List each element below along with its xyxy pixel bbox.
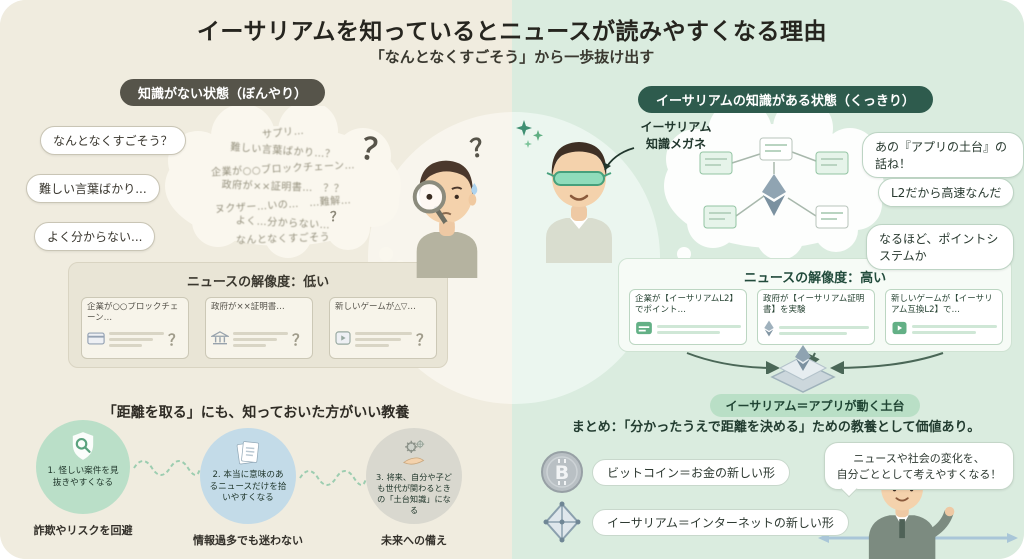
fuzzy-text-lines	[109, 332, 164, 347]
connector-squiggle	[132, 452, 202, 482]
news-card-title: 政府が××証明書…	[211, 302, 285, 312]
news-card-title: 企業が【イーサリアムL2】でポイント…	[635, 294, 738, 316]
education-caption: 詐欺やリスクを回避	[33, 524, 133, 537]
education-item-3: 3. 将来、自分や子ども世代が関わるときの「土台知識」になる	[366, 428, 462, 524]
person-confused	[386, 146, 506, 278]
news-card-clear: 政府が【イーサリアム証明書】を実験	[757, 289, 875, 345]
diagram-links	[731, 151, 817, 217]
shield-magnifier-icon	[68, 430, 98, 466]
final-speech-bubble: ニュースや社会の変化を、 自分ごととして考えやすくなる！	[824, 442, 1014, 490]
education-item-1: 1. 怪しい案件を見抜きやすくなる	[36, 420, 130, 514]
education-caption: 未来への備え	[381, 534, 447, 547]
news-card-blurry: 新しいゲームが△▽… ？	[329, 297, 437, 359]
news-card-title: 政府が【イーサリアム証明書】を実験	[763, 294, 865, 316]
news-card-title: 新しいゲームが△▽…	[335, 302, 416, 312]
text-lines	[912, 325, 997, 334]
news-card-title: 企業が○○ブロックチェーン…	[87, 302, 179, 324]
news-card-clear: 新しいゲームが【イーサリアム互換L2】で…	[885, 289, 1003, 345]
right-section-badge: イーサリアムの知識がある状態（くっきり）	[638, 86, 933, 113]
text-lines	[657, 325, 741, 334]
text-lines	[779, 326, 869, 335]
documents-icon	[233, 438, 263, 470]
fuzzy-text-lines	[233, 332, 288, 347]
question-mark: ？	[415, 331, 431, 349]
education-label: 1. 怪しい案件を見抜きやすくなる	[47, 466, 119, 488]
diagram-blocks	[699, 137, 849, 229]
ethereum-diamond-icon	[762, 174, 786, 216]
thought-cloud-clear	[658, 104, 890, 272]
bitcoin-icon: B	[540, 450, 584, 498]
speech-bubble: あの『アプリの土台』の話ね！	[862, 132, 1024, 178]
fuzzy-text-lines	[355, 332, 412, 347]
news-card-blurry: 企業が○○ブロックチェーン… ？	[81, 297, 189, 359]
question-mark: ？	[167, 331, 183, 349]
knowledge-glasses-icon	[553, 171, 605, 186]
bitcoin-label: ビットコイン＝お金の新しい形	[592, 459, 791, 486]
credit-card-icon	[87, 330, 105, 349]
hand-gears-icon	[398, 438, 430, 472]
question-mark: ？	[330, 210, 344, 225]
page-subtitle: 「なんとなくすごそう」から一歩抜け出す	[369, 48, 655, 66]
cloud-shape	[664, 104, 884, 268]
education-caption: 情報過多でも迷わない	[193, 534, 303, 547]
question-mark: ？	[291, 331, 307, 349]
news-card-title: 新しいゲームが【イーサリアム互換L2】で…	[891, 294, 993, 316]
education-item-2: 2. 本当に意味のあるニュースだけを拾いやすくなる	[200, 428, 296, 524]
building-icon	[209, 330, 231, 349]
speech-bubble: 難しい言葉ばかり...	[26, 174, 160, 203]
summary-text: まとめ：「分かったうえで距離を決める」ための教養として価値あり。	[571, 420, 981, 435]
news-card-clear: 企業が【イーサリアムL2】でポイント…	[629, 289, 747, 345]
education-label: 3. 将来、自分や子ども世代が関わるときの「土台知識」になる	[376, 472, 452, 516]
news-card-blurry: 政府が××証明書… ？	[205, 297, 313, 359]
education-title: 「距離を取る」にも、知っておいた方がいい教養	[102, 405, 410, 421]
ethereum-icon	[540, 500, 584, 548]
page-title: イーサリアムを知っているとニュースが読みやすくなる理由	[196, 19, 828, 45]
news-resolution-panel-low: ニュースの解像度：低い 企業が○○ブロックチェーン… ？ 政府が××証明書… ？	[68, 262, 448, 368]
left-section-badge: 知識がない状態（ぼんやり）	[120, 79, 326, 106]
ethereum-label: イーサリアム＝インターネットの新しい形	[592, 509, 849, 536]
svg-text:B: B	[555, 462, 569, 484]
connector-squiggle	[298, 462, 368, 492]
play-icon	[335, 330, 351, 349]
education-label: 2. 本当に意味のあるニュースだけを拾いやすくなる	[209, 470, 287, 504]
foundation-label-row: イーサリアム＝アプリが動く土台	[618, 394, 1012, 417]
speech-bubble: よく分からない...	[34, 222, 156, 251]
sparkle-icon	[514, 118, 548, 156]
news-resolution-panel-high: ニュースの解像度：高い 企業が【イーサリアムL2】でポイント… 政府が【イーサリ…	[618, 258, 1012, 352]
glasses-label: イーサリアム 知識メガネ	[640, 120, 712, 151]
person-presenter	[848, 464, 960, 559]
speech-bubble: なんとなくすごそう？	[40, 126, 186, 155]
ethereum-platform-icon	[770, 344, 836, 400]
credit-card-icon	[635, 320, 653, 339]
speech-bubble: L2だから高速なんだ	[878, 178, 1015, 207]
label-arrow-icon	[598, 144, 638, 182]
person-clear	[516, 128, 641, 265]
ethereum-diamond-icon	[763, 320, 775, 341]
panel-title: ニュースの解像度：高い	[743, 271, 887, 286]
foundation-label: イーサリアム＝アプリが動く土台	[709, 394, 921, 417]
speech-bubble: なるほど、ポイントシステムか	[866, 224, 1014, 270]
panel-title: ニュースの解像度：低い	[186, 275, 330, 290]
play-icon	[891, 320, 908, 339]
